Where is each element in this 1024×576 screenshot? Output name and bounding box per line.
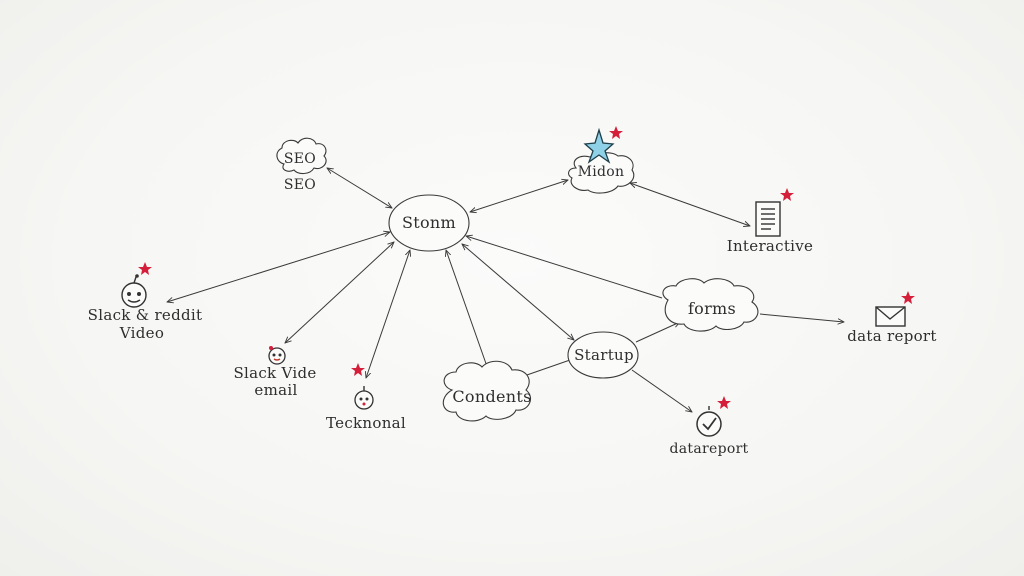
node-seo[interactable]: SEO SEO — [276, 137, 327, 193]
edge-storm-midon — [470, 180, 568, 212]
node-interactive[interactable]: Interactive — [727, 188, 813, 255]
seo-cloud-label: SEO — [284, 151, 316, 167]
clock-check-icon — [696, 406, 722, 437]
forms-cloud-shape — [662, 278, 759, 332]
red-star-icon — [609, 126, 623, 139]
node-data-report-right[interactable]: data report — [847, 291, 936, 345]
interactive-label: Interactive — [727, 237, 813, 255]
edge-storm-startup — [462, 244, 574, 340]
data-report-right-label: data report — [847, 327, 936, 345]
edge-forms-data-report — [759, 313, 844, 322]
robot-face-icon — [121, 274, 147, 308]
edges — [167, 168, 844, 412]
tecknonal-label: Tecknonal — [326, 414, 406, 432]
red-star-icon — [901, 291, 915, 304]
edge-storm-tecknonal — [366, 250, 410, 378]
edge-condents-startup — [523, 359, 571, 377]
edge-storm-forms — [466, 236, 663, 299]
seo-cloud-shape — [276, 137, 327, 175]
node-condents[interactable]: Condents — [442, 360, 531, 422]
slack-reddit-label-line1: Slack & reddit — [88, 306, 203, 324]
document-icon — [755, 201, 781, 237]
edge-storm-slack-reddit — [167, 232, 390, 302]
data-report-bottom-label: datareport — [670, 441, 749, 457]
edge-storm-seo — [327, 168, 392, 208]
slack-reddit-label-line2: Video — [119, 324, 164, 342]
seo-caption: SEO — [284, 177, 316, 193]
robot-face-icon — [354, 386, 374, 410]
node-storm-label: Stonm — [402, 213, 456, 232]
slack-vide-label-line2: email — [254, 381, 297, 399]
red-star-icon — [351, 363, 365, 376]
edge-midon-interactive — [630, 183, 750, 226]
condents-cloud-shape — [442, 360, 531, 422]
red-star-icon — [138, 262, 152, 275]
star-icon — [583, 127, 615, 164]
envelope-icon — [875, 306, 906, 327]
node-slack-vide[interactable]: Slack Vide email — [233, 346, 316, 399]
edge-storm-condents — [446, 250, 490, 375]
node-startup[interactable]: Startup — [567, 331, 639, 379]
edge-startup-forms — [635, 322, 680, 343]
node-forms[interactable]: forms — [662, 278, 759, 332]
startup-label: Startup — [574, 346, 634, 364]
node-tecknonal[interactable]: Tecknonal — [326, 363, 406, 432]
forms-label: forms — [688, 299, 736, 318]
edge-storm-slack-vide — [285, 242, 394, 343]
red-star-icon — [717, 396, 731, 409]
edge-startup-data-report — [631, 369, 692, 412]
red-star-icon — [780, 188, 794, 201]
node-data-report-bottom[interactable]: datareport — [670, 396, 749, 457]
slack-vide-label-line1: Slack Vide — [233, 364, 316, 382]
node-slack-reddit[interactable]: Slack & reddit Video — [88, 262, 203, 342]
node-midon[interactable]: Midon — [567, 126, 635, 194]
condents-label: Condents — [452, 387, 531, 406]
robot-face-icon — [268, 346, 286, 365]
midon-label: Midon — [578, 164, 625, 180]
node-storm[interactable]: Stonm — [388, 194, 470, 252]
